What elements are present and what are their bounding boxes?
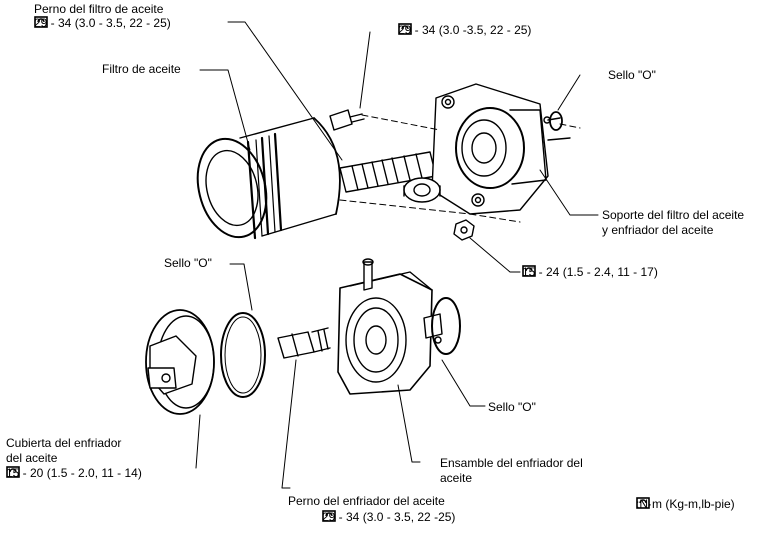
- oil-cooler-assembly: [337, 258, 443, 395]
- torque-wrench-icon: [522, 265, 536, 277]
- nut: [453, 219, 475, 241]
- oil-cooler-cover: [145, 309, 215, 415]
- o-ring-top: [549, 111, 563, 131]
- o-ring-left: [220, 312, 266, 398]
- torque-value: 29 - 34 (3.0 - 3.5, 22 - 25): [34, 16, 171, 30]
- bracket-label-line2: y enfriador del aceite: [602, 223, 714, 237]
- leader-lines: [195, 21, 599, 489]
- nut-torque: 15 - 24 (1.5 - 2.4, 11 - 17): [522, 265, 658, 279]
- oil-cooler-bolt: [277, 327, 331, 359]
- torque-value: 15 - 24 (1.5 - 2.4, 11 - 17): [522, 265, 658, 279]
- units-legend: :N·m (Kg-m,lb-pie): [636, 497, 735, 511]
- torque-wrench-icon: [6, 466, 20, 478]
- oil-filter-label: Filtro de aceite: [102, 62, 181, 76]
- cooler-bolt-torque: 29 - 34 (3.0 - 3.5, 22 -25): [322, 510, 455, 524]
- cover-torque: 15 - 20 (1.5 - 2.0, 11 - 14): [6, 466, 142, 480]
- oil-filter-bracket: [431, 83, 571, 215]
- bracket-label-line1: Soporte del filtro del aceite: [602, 208, 745, 222]
- units-legend-text: :N·m (Kg-m,lb-pie): [636, 497, 735, 511]
- oil-filter-bolt-label: Perno del filtro de aceite: [34, 2, 164, 16]
- oil-filter-bolt-torque: 29 - 34 (3.0 - 3.5, 22 - 25): [34, 16, 171, 30]
- torque-wrench-icon: [398, 23, 412, 35]
- o-ring-left-label: Sello "O": [164, 256, 212, 270]
- o-ring-right: [431, 297, 461, 355]
- assembly-axis-lines: [339, 114, 581, 223]
- cooler-assembly-label-line2: aceite: [440, 471, 473, 485]
- o-ring-top-label: Sello "O": [608, 68, 656, 82]
- torque-value: 29 - 34 (3.0 - 3.5, 22 -25): [322, 510, 456, 524]
- oil-filter: [196, 117, 352, 240]
- torque-wrench-icon: [34, 16, 48, 28]
- torque-wrench-icon: [322, 510, 336, 522]
- cover-label-line2: del aceite: [6, 451, 58, 465]
- cooler-assembly-label-line1: Ensamble del enfriador del: [440, 456, 583, 470]
- torque-value: 29 - 34 (3.0 -3.5, 22 - 25): [398, 23, 532, 37]
- o-ring-right-label: Sello "O": [488, 400, 536, 414]
- cover-label-line1: Cubierta del enfriador: [6, 436, 122, 450]
- oil-filter-bolt: [339, 151, 437, 193]
- bracket-nipple: [403, 177, 441, 203]
- cooler-bolt-label: Perno del enfriador del aceite: [288, 494, 445, 508]
- top-bolt: [329, 109, 365, 131]
- torque-value: 15 - 20 (1.5 - 2.0, 11 - 14): [6, 466, 142, 480]
- torque-wrench-icon: [636, 497, 650, 509]
- top-bolt-torque: 29 - 34 (3.0 -3.5, 22 - 25): [398, 23, 531, 37]
